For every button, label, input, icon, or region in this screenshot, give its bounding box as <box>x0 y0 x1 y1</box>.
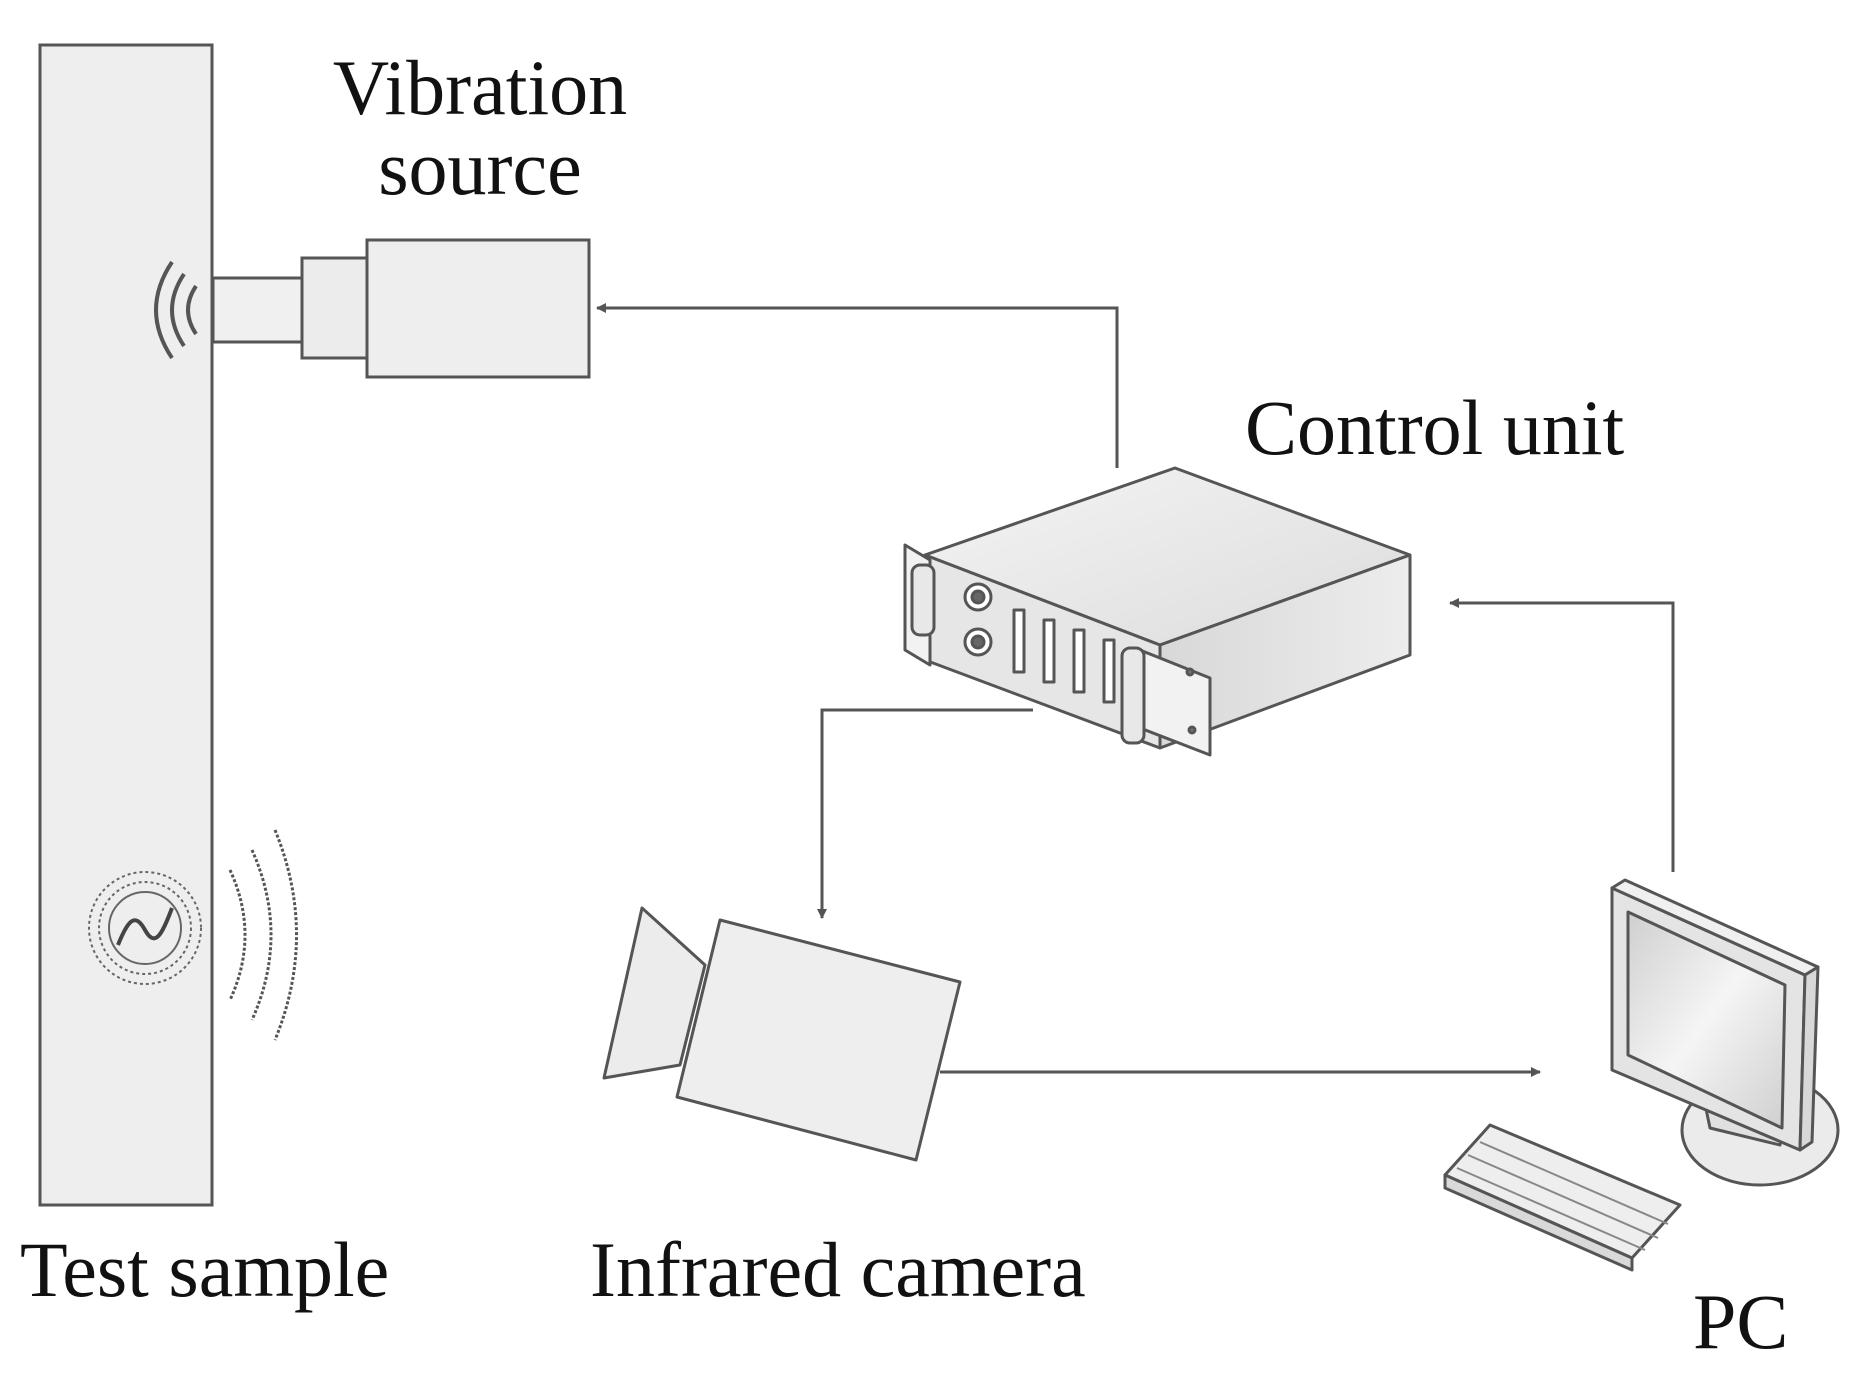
defect-icon <box>88 871 202 985</box>
vibration-source-label-line1: Vibration <box>332 44 628 131</box>
pc-label: PC <box>1693 1278 1789 1365</box>
infrared-camera-label: Infrared camera <box>590 1226 1086 1313</box>
vibration-waves-icon <box>154 260 198 360</box>
arrow-control-to-vibration-source <box>596 303 1119 468</box>
infrared-camera-device <box>602 906 962 1162</box>
connections <box>596 303 1675 1077</box>
test-sample-plate <box>38 43 214 1207</box>
test-sample-label: Test sample <box>20 1226 390 1313</box>
control-unit-label: Control unit <box>1245 384 1625 471</box>
vibration-source-label: Vibration source <box>320 48 640 207</box>
vibration-source-device <box>211 238 591 379</box>
control-unit-device <box>903 466 1412 757</box>
vibration-source-label-line2: source <box>378 123 582 211</box>
thermal-waves-icon <box>228 829 298 1041</box>
pc-device <box>1443 878 1840 1272</box>
arrow-pc-to-control <box>1449 598 1675 872</box>
arrow-control-to-camera <box>817 708 1033 919</box>
